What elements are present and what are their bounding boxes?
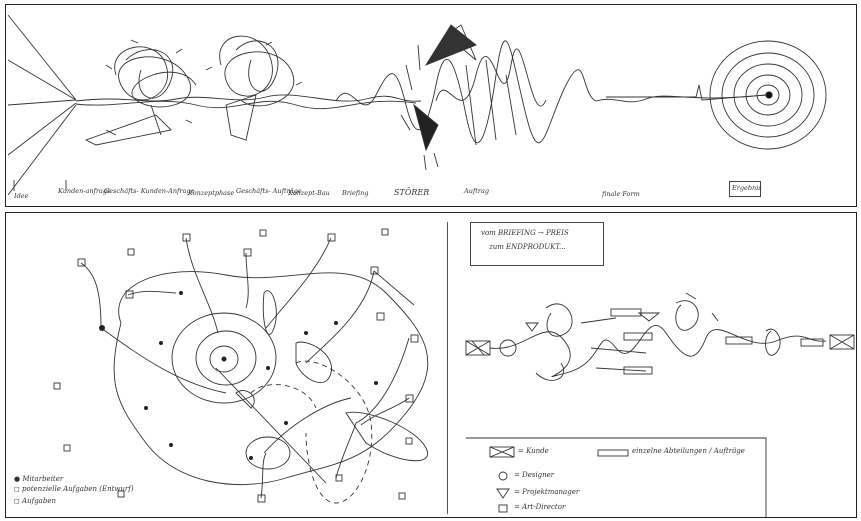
- wave: [335, 40, 597, 144]
- ergebnis-box: Ergebnis: [729, 181, 762, 197]
- scribble-cluster: [114, 46, 197, 108]
- target-ring: [709, 40, 827, 150]
- legend-abteilungen: einzelne Abteilungen / Aufträge: [632, 447, 745, 455]
- label-idee: Idee: [13, 192, 29, 200]
- input-line: [7, 14, 77, 101]
- input-line: [7, 59, 77, 101]
- input-line: [7, 99, 77, 106]
- input-line: [7, 102, 77, 156]
- company-blob: [113, 271, 429, 486]
- label-ergebnis: Ergebnis: [732, 184, 762, 192]
- legend-projektmanager: = Projektmanager: [514, 488, 580, 496]
- stoerer-triangle: [413, 103, 439, 152]
- timeline-sketch-panel: Idee Kunden-anfrage Geschäfts- Kunden-An…: [5, 4, 857, 207]
- panel-divider: [447, 222, 448, 514]
- briefing-note-box: vom BRIEFING → PREIS zum ENDPRODUKT...: [470, 222, 604, 266]
- leaf-shape: [225, 94, 257, 141]
- legend-mitarbeiter: ● Mitarbeiter: [14, 475, 64, 483]
- briefing-note-line1: vom BRIEFING → PREIS: [481, 229, 569, 237]
- main-thread: [75, 94, 422, 102]
- department-bar: [610, 308, 642, 317]
- kunde-box: [829, 334, 855, 350]
- label-auftrag: Auftrag: [463, 187, 489, 195]
- network-sketch-panel: ● Mitarbeiter ◻ potenzielle Aufgaben (En…: [5, 212, 857, 518]
- satellite-blob: [345, 411, 428, 462]
- target-center: [765, 91, 773, 99]
- process-flow: [489, 324, 827, 378]
- timeline-sketch: Idee Kunden-anfrage Geschäfts- Kunden-An…: [7, 14, 827, 200]
- calm-thread: [595, 94, 767, 103]
- scribble-cluster: [219, 35, 295, 107]
- task-square: [77, 258, 86, 267]
- input-line: [7, 104, 77, 196]
- label-geschaeftsauftraege: Geschäfts- Aufträge: [236, 187, 302, 195]
- legend-art-director: = Art-Director: [514, 503, 566, 511]
- label-konzeptphase: Konzeptphase: [187, 189, 234, 197]
- leaf-shape: [84, 114, 172, 146]
- network-sketch: [53, 228, 855, 517]
- dashed-area: [295, 360, 373, 504]
- core-ring: [171, 312, 277, 404]
- label-konzeptbau: Konzept-Bau: [287, 189, 330, 197]
- legend-aufgaben: ◻ Aufgaben: [14, 497, 56, 505]
- briefing-note-line2: zum ENDPRODUKT...: [489, 243, 566, 251]
- label-kundenanfrage: Kunden-anfrage: [57, 187, 111, 195]
- stoerer-triangle: [424, 24, 477, 66]
- label-geschaeftskunden: Geschäfts- Kunden-Anfrage: [104, 187, 195, 195]
- label-stoerer: STÖRER: [394, 188, 429, 197]
- label-finale-form: finale Form: [601, 190, 640, 198]
- employee-dot: [99, 325, 105, 331]
- legend-potenzielle-aufgaben: ◻ potenzielle Aufgaben (Entwurf): [14, 485, 134, 493]
- legend-designer: = Designer: [514, 471, 555, 479]
- legend-kunde: = Kunde: [518, 447, 549, 455]
- label-briefing: Briefing: [341, 189, 369, 197]
